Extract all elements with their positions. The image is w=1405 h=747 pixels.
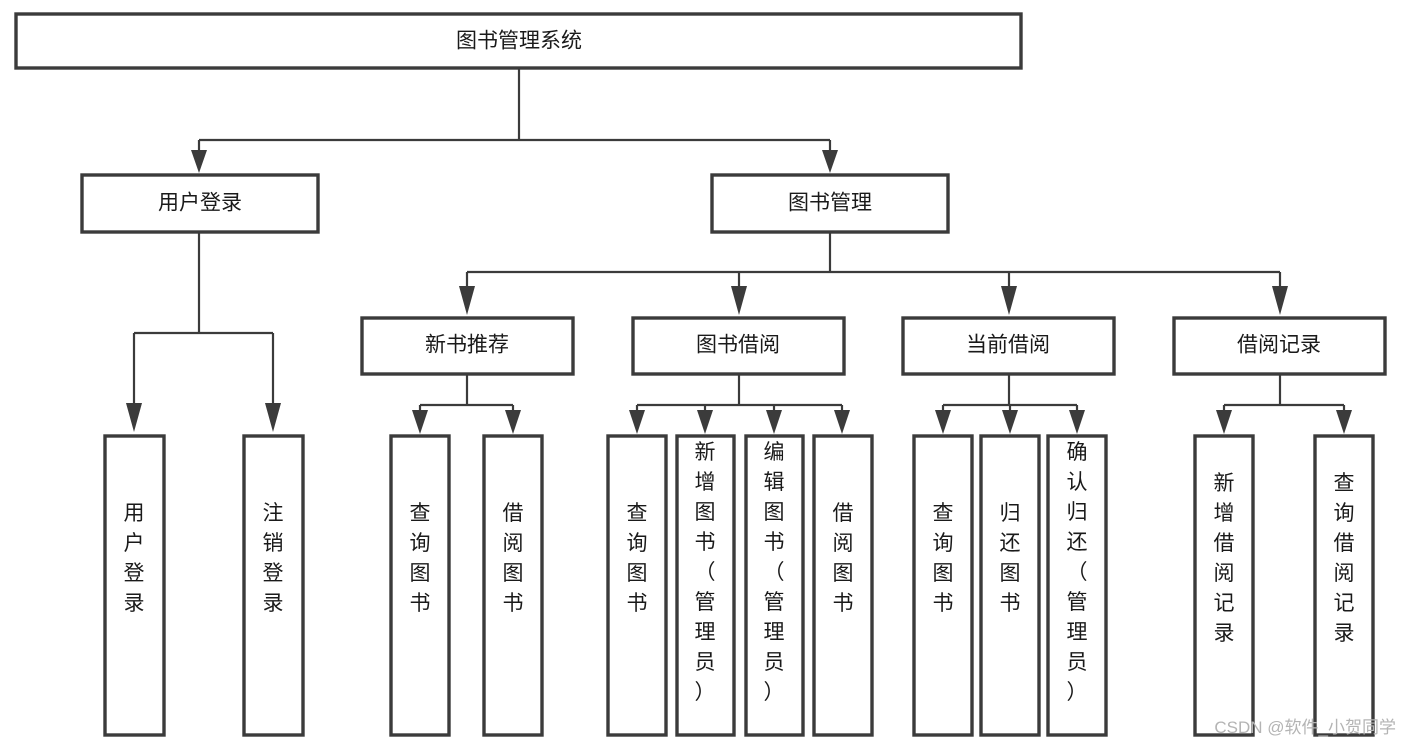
arrow-head-current-borrow xyxy=(1001,286,1017,315)
node-borrow-record-box[interactable] xyxy=(1172,316,1387,376)
arrow-head-leaf-add-book xyxy=(697,410,713,434)
arrow-head-leaf-return-book xyxy=(1002,410,1018,434)
node-root-box[interactable] xyxy=(14,12,1023,70)
node-book-borrow-box[interactable] xyxy=(631,316,846,376)
node-new-book-recommend-box[interactable] xyxy=(360,316,575,376)
node-current-borrow-box[interactable] xyxy=(901,316,1116,376)
leaf-query-book-2[interactable]: 查询图书 xyxy=(606,434,668,737)
leaf-borrow-book-2-label: 借阅图书 xyxy=(833,502,854,615)
leaf-return-book-box[interactable] xyxy=(979,434,1041,737)
leaf-return-book-label: 归还图书 xyxy=(1000,502,1021,615)
leaf-query-record-box[interactable] xyxy=(1313,434,1375,737)
leaf-add-book-label: 新增图书（管理员） xyxy=(695,441,716,704)
leaf-user-login-box[interactable] xyxy=(103,434,166,737)
node-book-borrow-label: 图书借阅 xyxy=(696,334,780,357)
leaf-confirm-return[interactable]: 确认归还（管理员） xyxy=(1046,434,1108,737)
leaf-edit-book-box[interactable] xyxy=(744,434,805,737)
node-book-borrow[interactable]: 图书借阅 xyxy=(631,316,846,376)
leaf-borrow-book-1-label: 借阅图书 xyxy=(503,502,524,615)
arrow-head-leaf-confirm-return xyxy=(1069,410,1085,434)
arrow-head-book-borrow xyxy=(731,286,747,315)
node-root[interactable]: 图书管理系统 xyxy=(14,12,1023,70)
arrow-head-leaf-query-record xyxy=(1336,410,1352,434)
leaf-query-book-1-box[interactable] xyxy=(389,434,451,737)
leaf-borrow-book-1[interactable]: 借阅图书 xyxy=(482,434,544,737)
leaf-user-logout-box[interactable] xyxy=(242,434,305,737)
leaf-return-book[interactable]: 归还图书 xyxy=(979,434,1041,737)
arrow-head-leaf-add-record xyxy=(1216,410,1232,434)
leaf-query-book-1[interactable]: 查询图书 xyxy=(389,434,451,737)
node-book-management-label: 图书管理 xyxy=(788,192,872,215)
leaf-add-record[interactable]: 新增借阅记录 xyxy=(1193,434,1255,737)
leaf-borrow-book-1-box[interactable] xyxy=(482,434,544,737)
arrow-head-leaf-user-logout xyxy=(265,403,281,432)
leaf-borrow-book-2-box[interactable] xyxy=(812,434,874,737)
leaf-user-login[interactable]: 用户登录 xyxy=(103,434,166,737)
arrow-head-leaf-query-book-3 xyxy=(935,410,951,434)
leaf-query-record-label: 查询借阅记录 xyxy=(1334,472,1355,645)
arrow-head-borrow-record xyxy=(1272,286,1288,315)
leaf-query-book-3-box[interactable] xyxy=(912,434,974,737)
watermark-label: CSDN @软件_小贺同学 xyxy=(1214,718,1396,737)
leaf-query-record[interactable]: 查询借阅记录 xyxy=(1313,434,1375,737)
arrow-head-book-management xyxy=(822,150,838,173)
leaf-user-login-label: 用户登录 xyxy=(124,502,145,615)
node-current-borrow-label: 当前借阅 xyxy=(966,334,1050,357)
node-user-login-box[interactable] xyxy=(80,173,320,234)
arrow-head-leaf-borrow-book-1 xyxy=(505,410,521,434)
arrow-head-leaf-query-book-1 xyxy=(412,410,428,434)
leaf-query-book-2-box[interactable] xyxy=(606,434,668,737)
node-borrow-record[interactable]: 借阅记录 xyxy=(1172,316,1387,376)
leaf-edit-book[interactable]: 编辑图书（管理员） xyxy=(744,434,805,737)
node-current-borrow[interactable]: 当前借阅 xyxy=(901,316,1116,376)
node-new-book-recommend[interactable]: 新书推荐 xyxy=(360,316,575,376)
arrow-head-new-book-recommend xyxy=(459,286,475,315)
leaf-query-book-3[interactable]: 查询图书 xyxy=(912,434,974,737)
arrow-head-leaf-edit-book xyxy=(766,410,782,434)
leaf-confirm-return-box[interactable] xyxy=(1046,434,1108,737)
node-borrow-record-label: 借阅记录 xyxy=(1237,334,1321,357)
leaf-user-logout[interactable]: 注销登录 xyxy=(242,434,305,737)
leaf-edit-book-label: 编辑图书（管理员） xyxy=(764,441,785,704)
node-new-book-recommend-label: 新书推荐 xyxy=(425,334,509,357)
leaf-add-book[interactable]: 新增图书（管理员） xyxy=(675,434,736,737)
leaf-borrow-book-2[interactable]: 借阅图书 xyxy=(812,434,874,737)
arrow-head-user-login xyxy=(191,150,207,173)
leaf-user-logout-label: 注销登录 xyxy=(263,502,284,615)
leaf-query-book-2-label: 查询图书 xyxy=(627,502,648,615)
node-user-login-label: 用户登录 xyxy=(158,192,242,215)
connector-layer xyxy=(126,68,1352,434)
leaf-add-record-box[interactable] xyxy=(1193,434,1255,737)
arrow-head-leaf-borrow-book-2 xyxy=(834,410,850,434)
node-book-management-box[interactable] xyxy=(710,173,950,234)
arrow-head-leaf-query-book-2 xyxy=(629,410,645,434)
leaf-query-book-3-label: 查询图书 xyxy=(933,502,954,615)
node-book-management[interactable]: 图书管理 xyxy=(710,173,950,234)
node-user-login[interactable]: 用户登录 xyxy=(80,173,320,234)
leaf-confirm-return-label: 确认归还（管理员） xyxy=(1067,441,1088,704)
leaf-query-book-1-label: 查询图书 xyxy=(410,502,431,615)
arrow-head-leaf-user-login xyxy=(126,403,142,432)
node-root-label: 图书管理系统 xyxy=(456,30,582,53)
leaf-add-record-label: 新增借阅记录 xyxy=(1214,472,1235,645)
leaf-add-book-box[interactable] xyxy=(675,434,736,737)
